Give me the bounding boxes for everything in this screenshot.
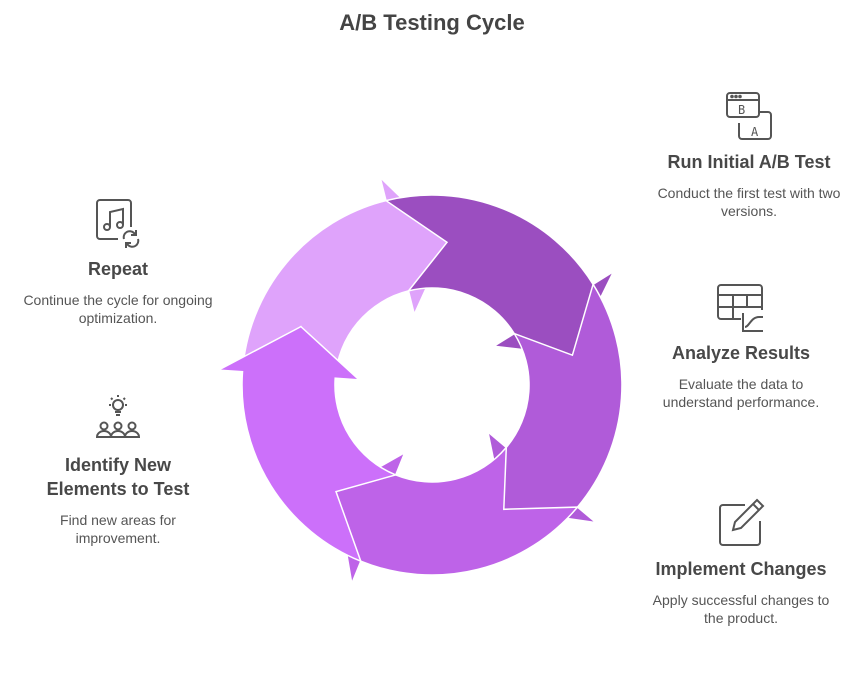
step-description: Apply successful changes to the product. xyxy=(652,592,830,626)
step-description: Find new areas for improvement. xyxy=(60,512,176,546)
step-description: Conduct the first test with two versions… xyxy=(657,185,841,219)
edit-pencil-icon xyxy=(719,498,765,546)
step-description: Continue the cycle for ongoing optimizat… xyxy=(23,292,213,326)
idea-team-icon xyxy=(95,395,141,438)
table-chart-icon xyxy=(717,284,763,332)
step-run-initial-test: B A Run Initial A/B Test Conduct the fir… xyxy=(654,90,844,220)
ab-test-windows-icon: B A xyxy=(726,92,772,140)
step-heading: Repeat xyxy=(87,259,149,279)
step-analyze-results: Analyze Results Evaluate the data to und… xyxy=(646,283,836,411)
step-heading: Analyze Results xyxy=(671,343,811,363)
step-heading: Identify New Elements to Test xyxy=(46,455,190,499)
step-heading: Implement Changes xyxy=(655,559,827,579)
music-repeat-icon xyxy=(96,199,140,248)
step-heading: Run Initial A/B Test xyxy=(667,152,831,172)
svg-text:A: A xyxy=(751,125,759,139)
diagram-title: A/B Testing Cycle xyxy=(339,10,525,35)
svg-text:B: B xyxy=(738,103,745,117)
cycle-arrow-identify xyxy=(215,325,399,563)
step-identify-new-elements: Identify New Elements to Test Find new a… xyxy=(23,393,213,547)
step-implement-changes: Implement Changes Apply successful chang… xyxy=(646,497,836,627)
step-repeat: Repeat Continue the cycle for ongoing op… xyxy=(23,197,213,327)
step-description: Evaluate the data to understand performa… xyxy=(662,376,820,410)
